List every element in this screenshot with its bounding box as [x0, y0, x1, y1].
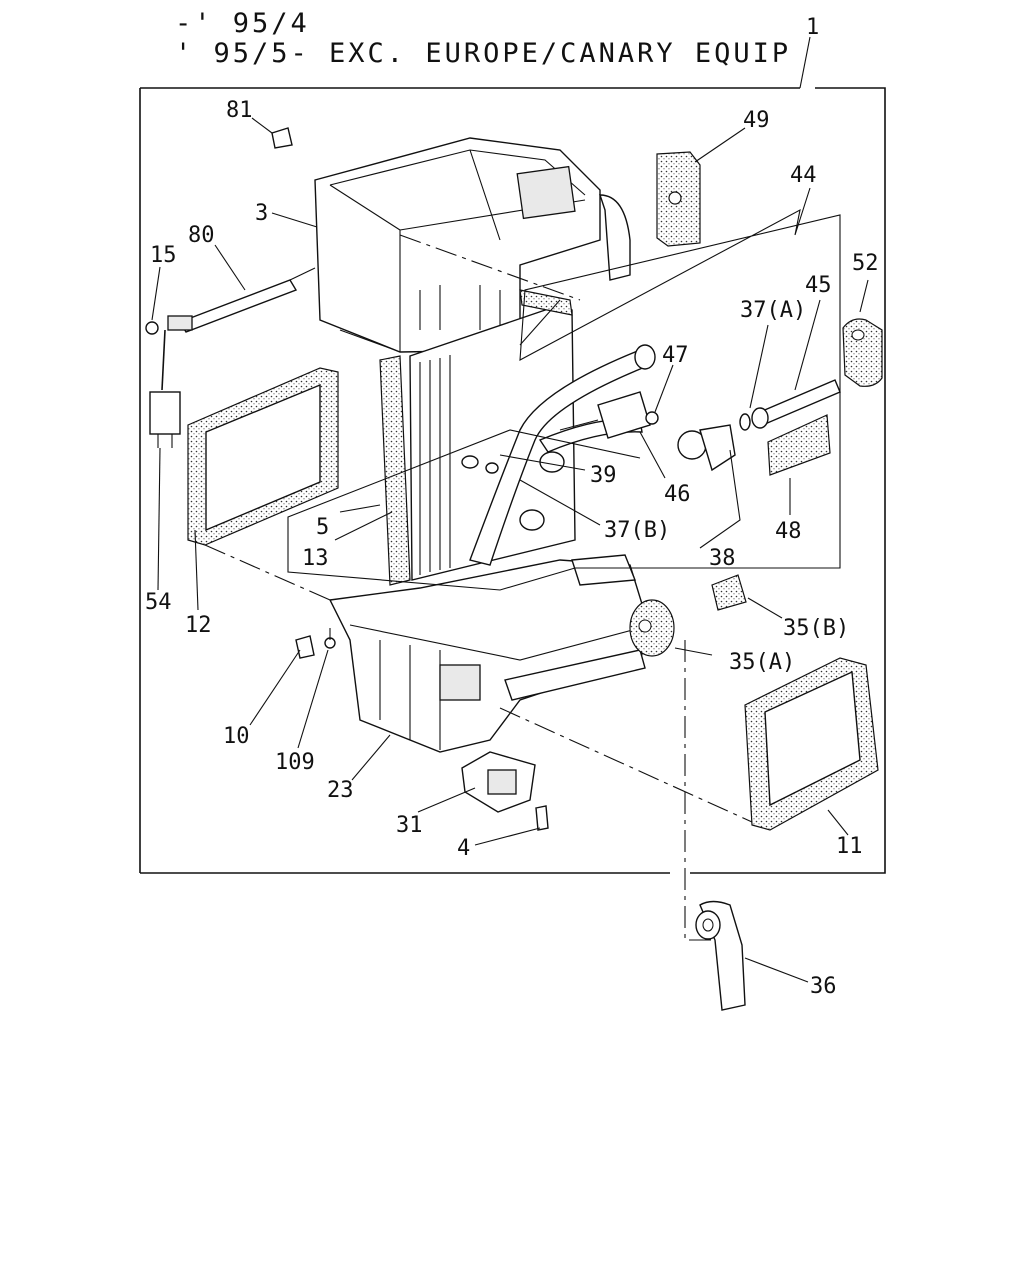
- foam-part-48: [767, 414, 831, 476]
- o-ring-part-39: [461, 455, 499, 474]
- leader-lines: [151, 36, 869, 983]
- callout-4: 4: [457, 836, 470, 861]
- callout-47: 47: [662, 343, 689, 368]
- screw-part-4: [535, 805, 549, 831]
- callout-13: 13: [302, 546, 329, 571]
- callout-46: 46: [664, 482, 691, 507]
- callout-36: 36: [810, 974, 837, 999]
- callout-37a: 37(A): [740, 298, 806, 323]
- callout-35a: 35(A): [729, 650, 795, 675]
- callout-11: 11: [836, 834, 863, 859]
- callout-80: 80: [188, 223, 215, 248]
- callout-1: 1: [806, 15, 819, 40]
- callout-15: 15: [150, 243, 177, 268]
- upper-case-part-3: [314, 137, 631, 353]
- clip-part-81: [271, 127, 293, 149]
- callout-38: 38: [709, 546, 736, 571]
- callout-labels: 1 81 49 44 3 80 15 52 37(A) 45 47 39 46 …: [145, 15, 879, 999]
- resistor-part-31: [461, 751, 536, 813]
- callout-44: 44: [790, 163, 817, 188]
- heading-line-1: -' 95/4: [175, 8, 310, 39]
- foam-part-35a: [629, 599, 675, 657]
- lower-case-part-23: [328, 554, 651, 753]
- callout-39: 39: [590, 463, 617, 488]
- screw-part-109: [324, 628, 336, 649]
- assembly-frame: [139, 87, 886, 874]
- callout-81: 81: [226, 98, 253, 123]
- sensor-part-80: [145, 267, 316, 448]
- callout-12: 12: [185, 613, 212, 638]
- callout-48: 48: [775, 519, 802, 544]
- hose-part-36: [695, 900, 746, 1011]
- callout-54: 54: [145, 590, 172, 615]
- callout-31: 31: [396, 813, 423, 838]
- gasket-frame-part-12: [187, 367, 339, 546]
- callout-49: 49: [743, 108, 770, 133]
- gasket-frame-part-11: [744, 657, 879, 831]
- callout-52: 52: [852, 251, 879, 276]
- callout-37b: 37(B): [604, 518, 670, 543]
- heading-line-2: ' 95/5- EXC. EUROPE/CANARY EQUIP: [175, 38, 792, 69]
- callout-3: 3: [255, 201, 268, 226]
- expansion-valve-part-46: [559, 391, 736, 472]
- foam-part-35b: [711, 574, 747, 611]
- callout-109: 109: [275, 750, 315, 775]
- callout-10: 10: [223, 724, 250, 749]
- callout-45: 45: [805, 273, 832, 298]
- pipe-part-45: [739, 318, 883, 431]
- foam-block-part-49: [656, 151, 701, 247]
- clip-part-10: [295, 635, 315, 659]
- callout-5: 5: [316, 515, 329, 540]
- callout-35b: 35(B): [783, 616, 849, 641]
- callout-23: 23: [327, 778, 354, 803]
